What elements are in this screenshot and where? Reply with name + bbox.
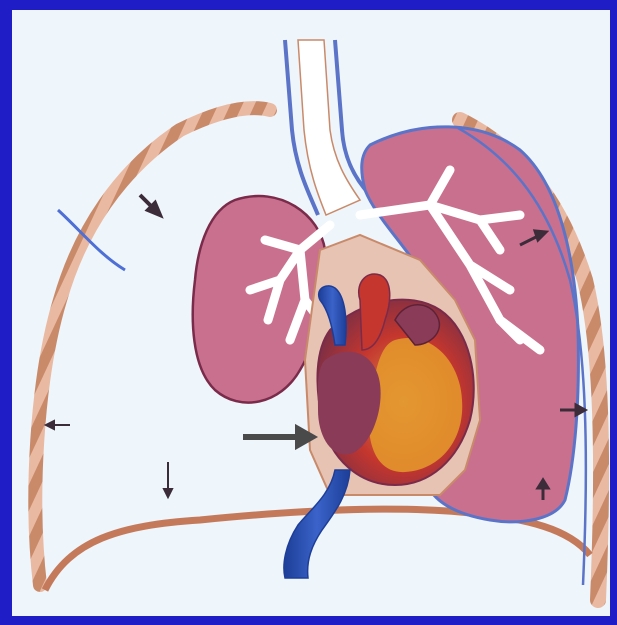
thorax-diagram — [0, 0, 617, 625]
illustration-frame — [0, 0, 617, 625]
